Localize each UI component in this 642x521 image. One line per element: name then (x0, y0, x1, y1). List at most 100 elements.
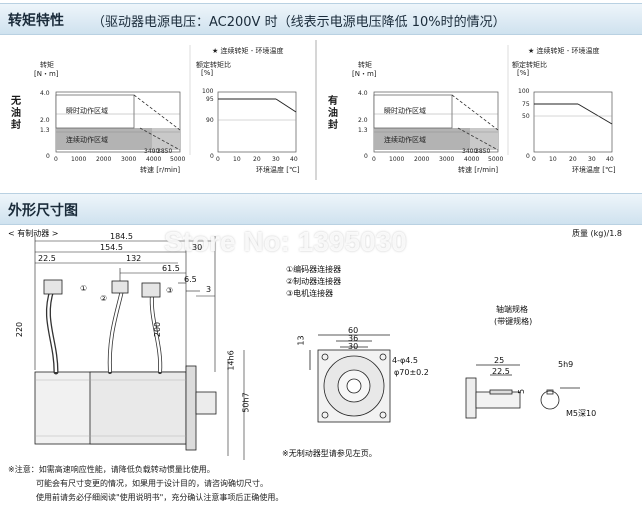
right-speed-tick: 0 (372, 156, 376, 163)
shaft-spec-subtitle: (带键规格) (494, 317, 533, 326)
dim-22-5-left: 22.5 (38, 254, 56, 263)
dim-30-top: 30 (192, 243, 203, 252)
dim-184-5: 184.5 (110, 232, 133, 241)
dim-132: 132 (126, 254, 142, 263)
dim-3: 3 (206, 285, 212, 294)
right-temp-tick: 10 (549, 156, 557, 163)
dim-pcd-70: φ70±0.2 (394, 368, 429, 377)
left-speed-tick: 3000 (121, 156, 137, 163)
torque-section-header: 转矩特性 （驱动器电源电压：AC200V 时（线表示电源电压降低 10%时的情况… (0, 3, 642, 35)
torque-charts-graphics (55, 40, 613, 180)
left-speed-torque-plot (55, 91, 181, 153)
left-peak-region (55, 94, 135, 129)
left-temp-tick: 40 (290, 156, 298, 163)
connector-brake: ②制动器连接器 (286, 277, 342, 286)
left-cont-region-label: 连续动作区域 (66, 136, 108, 144)
note-line: ※注意：如需高速响应性能，请降低负载转动惯量比使用。 (8, 465, 215, 474)
right-temp-ratio-plot (533, 91, 613, 153)
right-temp-tick: 0 (532, 156, 536, 163)
left-ratio-tick: 0 (210, 153, 214, 160)
connector-encoder: ①编码器连接器 (286, 265, 342, 274)
shaft-spec-title: 轴端规格 (496, 305, 528, 314)
right-ratio-tick: 50 (522, 113, 530, 120)
right-side-label: 有油封 (328, 96, 338, 131)
right-speed-tick: 5000 (488, 156, 504, 163)
dim-220: 220 (15, 321, 25, 338)
connector-motor: ③电机连接器 (286, 289, 334, 298)
torque-section-subtitle: （驱动器电源电压：AC200V 时（线表示电源电压降低 10%时的情况） (92, 15, 506, 30)
drawing-caption: < 有制动器 > (8, 229, 59, 238)
left-temp-tick: 30 (272, 156, 280, 163)
left-temp-tick: 20 (253, 156, 261, 163)
right-temp-tick: 20 (569, 156, 577, 163)
dim-14h6: 14h6 (226, 350, 236, 371)
dim-30-front: 30 (348, 342, 359, 351)
left-temp-tick: 0 (216, 156, 220, 163)
left-speed-tick: 1000 (71, 156, 87, 163)
left-peak-region-label: 瞬时动作区域 (66, 107, 108, 115)
dim-25: 25 (494, 356, 505, 365)
right-torque-axis-unit: [N・m] (352, 70, 377, 78)
right-ratio-axis-unit: [%] (517, 69, 530, 77)
left-torque-axis-title: 转矩 (40, 61, 54, 69)
left-speed-tick: 5000 (170, 156, 186, 163)
right-torque-tick: 0 (364, 153, 368, 160)
right-torque-tick: 2.0 (358, 117, 368, 124)
right-torque-tick: 1.3 (358, 127, 368, 134)
right-speed-extra-tick: 3400 (462, 148, 478, 155)
callout-1: ① (80, 284, 88, 293)
left-torque-tick: 0 (46, 153, 50, 160)
dim-5: 5 (517, 388, 527, 395)
dim-m5-tap: M5深10 (566, 409, 597, 418)
dim-200: 200 (153, 321, 163, 338)
right-temp-tick: 30 (588, 156, 596, 163)
left-speed-tick: 0 (54, 156, 58, 163)
dim-13: 13 (296, 335, 306, 346)
dim-154-5: 154.5 (100, 243, 123, 252)
left-torque-tick: 4.0 (40, 90, 50, 97)
left-ratio-tick: 95 (206, 96, 214, 103)
left-temp-ratio-plot (217, 91, 297, 153)
right-speed-tick: 3000 (439, 156, 455, 163)
right-cont-region-label: 连续动作区域 (384, 136, 426, 144)
no-brake-note: ※无制动器型请参见左页。 (282, 449, 377, 458)
right-speed-axis-title: 转速 [r/min] (458, 166, 499, 174)
dim-5h9: 5h9 (558, 360, 574, 369)
mass-label: 质量 (kg)/1.8 (572, 229, 622, 238)
callout-3: ③ (166, 286, 174, 295)
left-continuous-region (56, 128, 152, 150)
callout-2: ② (100, 294, 108, 303)
left-temp-tick: 10 (233, 156, 241, 163)
dim-22-5-shaft: 22.5 (492, 367, 510, 376)
dim-36: 36 (348, 334, 359, 343)
right-ratio-tick: 75 (522, 101, 530, 108)
right-speed-tick: 2000 (414, 156, 430, 163)
left-speed-extra-tick: 3400 (144, 148, 160, 155)
dim-bolt-holes: 4-φ4.5 (392, 356, 418, 365)
right-continuous-region (374, 128, 470, 150)
right-temp-tick: 40 (606, 156, 614, 163)
right-legend: ★ 连续转矩 - 环境温度 (528, 47, 600, 55)
right-speed-tick: 4000 (464, 156, 480, 163)
right-ratio-axis-title: 额定转矩比 (512, 61, 547, 69)
left-side-label: 无油封 (11, 96, 21, 131)
left-torque-axis-unit: [N・m] (34, 70, 59, 78)
right-ratio-tick: 0 (526, 153, 530, 160)
left-ratio-tick: 100 (202, 88, 214, 95)
left-ratio-tick: 90 (206, 117, 214, 124)
left-torque-tick: 2.0 (40, 117, 50, 124)
dim-6-5: 6.5 (184, 275, 197, 284)
left-speed-tick: 2000 (96, 156, 112, 163)
right-ratio-tick: 100 (518, 88, 530, 95)
dimensions-section-header: 外形尺寸图 (0, 193, 642, 225)
left-torque-tick: 1.3 (40, 127, 50, 134)
right-torque-axis-title: 转矩 (358, 61, 372, 69)
right-speed-tick: 1000 (389, 156, 405, 163)
dim-50h7: 50h7 (241, 392, 251, 413)
left-speed-extra-tick: 3850 (157, 148, 173, 155)
left-temp-axis-title: 环境温度 [℃] (256, 166, 300, 174)
store-watermark: Store No: 1395030 (164, 226, 407, 257)
right-speed-torque-plot (373, 91, 499, 153)
left-ratio-axis-unit: [%] (201, 69, 214, 77)
left-speed-axis-title: 转速 [r/min] (140, 166, 181, 174)
